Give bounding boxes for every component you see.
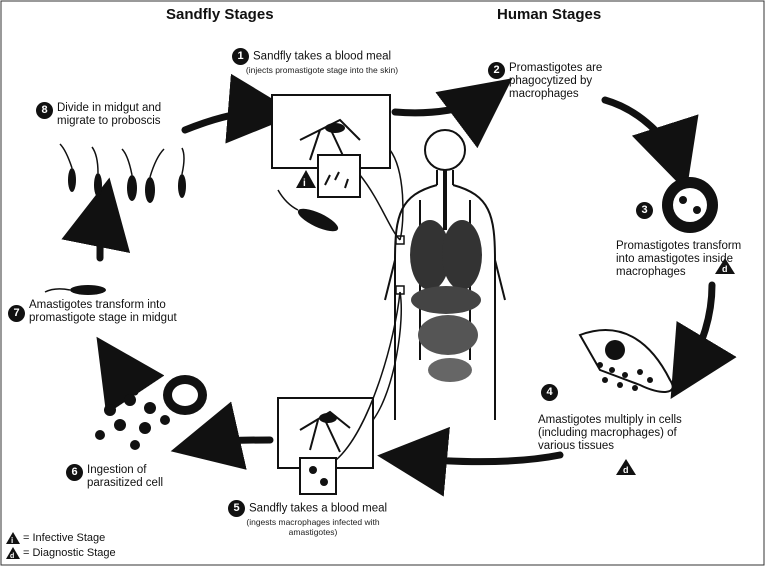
step-5-label: 5 Sandfly takes a blood meal (ingests mac… [228,500,398,537]
sandfly-stages-header: Sandfly Stages [166,6,274,23]
arrow-3-to-4 [685,285,712,375]
arrow-5-to-6 [198,440,270,445]
svg-text:d: d [10,553,14,559]
arrow-4-to-5 [405,455,560,462]
parasitized-cell-ingestion [95,375,207,450]
step-3-number: 3 [636,202,653,219]
step-1-number: 1 [232,48,249,65]
step-7-title: Amastigotes transform into promastigote … [29,299,228,325]
step-8-title: Divide in midgut and migrate to probosci… [57,102,186,128]
promastigotes-cluster [60,144,186,203]
infected-tissue [580,330,673,392]
step-4-label: 4 Amastigotes multiply in cells (includi… [538,400,713,453]
infective-stage-marker: i [296,170,316,189]
step-7-number: 7 [8,305,25,322]
arrow-6-to-7 [112,360,135,392]
arrow-2-to-3 [605,100,678,165]
step-2-label: 2 Promastigotes are phagocytized by macr… [488,62,618,101]
step-1-label: 1 Sandfly takes a blood meal (injects pro… [232,48,412,75]
step-6-number: 6 [66,464,83,481]
step-5-number: 5 [228,500,245,517]
step-3-label: 3 Promastigotes transform into amastigot… [616,240,764,279]
legend-diagnostic-label: = Diagnostic Stage [23,547,116,559]
diagnostic-stage-marker-4: d [616,459,636,475]
step-2-number: 2 [488,62,505,79]
macrophage-with-promastigotes [662,177,718,233]
legend-infective-label: = Infective Stage [23,532,105,544]
sandfly-panel-bottom [278,398,373,494]
svg-text:d: d [623,465,629,475]
human-stages-header: Human Stages [497,6,601,23]
sandfly-panel-top [272,95,390,197]
amastigote-to-promastigote [45,285,106,295]
legend-diagnostic: d = Diagnostic Stage [6,545,116,560]
step-6-title: Ingestion of parasitized cell [87,464,196,490]
step-4-number: 4 [541,384,558,401]
step-4-title: Amastigotes multiply in cells (including… [538,414,698,453]
infective-stage-icon: i [6,532,20,544]
legend: i = Infective Stage d = Diagnostic Stage [6,530,116,560]
step-1-subtitle: (injects promastigote stage into the ski… [232,65,412,75]
arrow-8-to-1 [185,112,270,130]
arrow-7-to-8 [100,205,104,258]
step-1-title: Sandfly takes a blood meal [253,51,391,63]
arrow-1-to-2 [395,95,490,113]
step-8-number: 8 [36,102,53,119]
svg-text:i: i [11,536,13,544]
svg-text:i: i [303,178,306,189]
step-5-title: Sandfly takes a blood meal [249,503,387,515]
step-8-label: 8 Divide in midgut and migrate to probos… [36,102,186,128]
step-7-label: 7 Amastigotes transform into promastigot… [8,299,228,325]
step-6-label: 6 Ingestion of parasitized cell [66,464,196,490]
diagnostic-stage-icon: d [6,547,20,559]
step-2-title: Promastigotes are phagocytized by macrop… [509,62,618,101]
legend-infective: i = Infective Stage [6,530,116,545]
step-3-title: Promastigotes transform into amastigotes… [616,240,742,279]
step-5-subtitle: (ingests macrophages infected with amast… [228,517,398,537]
